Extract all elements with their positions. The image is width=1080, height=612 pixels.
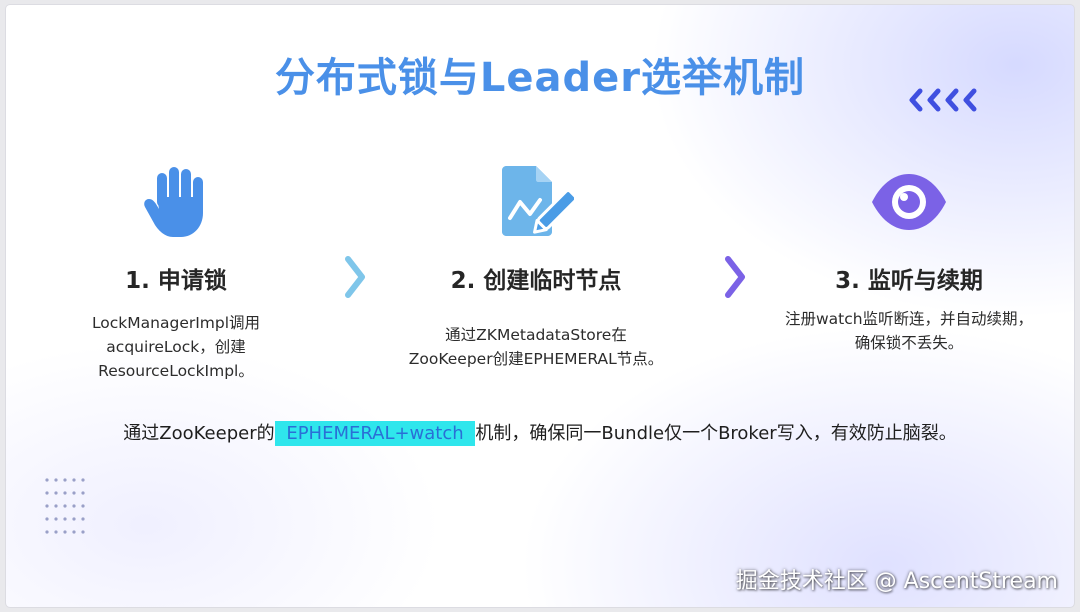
slide: 分布式锁与Leader选举机制 1. 申请锁 LockManagerIm (6, 5, 1074, 607)
summary-text: 通过ZooKeeper的 EPHEMERAL+watch 机制，确保同一Bund… (123, 421, 957, 446)
hand-icon (144, 167, 203, 237)
step-2-description: 通过ZKMetadataStore在 ZooKeeper创建EPHEMERAL节… (408, 326, 664, 368)
document-edit-icon (502, 166, 574, 236)
highlight-ephemeral-watch: EPHEMERAL+watch (274, 421, 476, 446)
page-title: 分布式锁与Leader选举机制 (274, 55, 806, 101)
step-2: 2. 创建临时节点 通过ZKMetadataStore在 ZooKeeper创建… (406, 165, 666, 371)
step-2-title: 2. 创建临时节点 (450, 268, 622, 294)
step-1: 1. 申请锁 LockManagerImpl调用 acquireLock，创建 … (46, 165, 306, 383)
decorative-dots-icon (45, 478, 85, 534)
watermark: 掘金技术社区 @ AscentStream (735, 569, 1058, 594)
eye-icon (872, 174, 946, 230)
step-3: 3. 监听与续期 注册watch监听断连，并自动续期， 确保锁不丢失。 (764, 165, 1054, 355)
step-1-title: 1. 申请锁 (125, 268, 227, 294)
step-3-title: 3. 监听与续期 (835, 268, 983, 294)
step-1-description: LockManagerImpl调用 acquireLock，创建 Resourc… (91, 314, 261, 380)
chevrons-left-icon (909, 88, 977, 112)
arrow-right-icon (345, 256, 365, 298)
arrow-right-icon-2 (725, 256, 745, 298)
step-3-description: 注册watch监听断连，并自动续期， 确保锁不丢失。 (784, 310, 1034, 352)
